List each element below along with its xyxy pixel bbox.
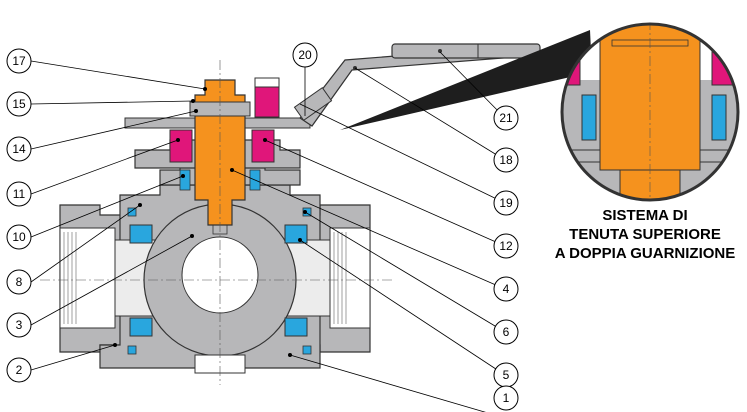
callout-6: 6 xyxy=(503,325,510,339)
caption: SISTEMA DI TENUTA SUPERIORE A DOPPIA GUA… xyxy=(555,207,736,262)
caption-line-1: SISTEMA DI xyxy=(602,207,687,224)
locking-device xyxy=(293,86,333,122)
callout-4: 4 xyxy=(503,282,510,296)
center-lines xyxy=(40,60,395,385)
callout-19: 19 xyxy=(499,196,513,210)
thread-lines xyxy=(63,232,347,324)
callout-11: 11 xyxy=(13,187,26,201)
seats xyxy=(129,224,308,337)
callout-labels: 17 15 14 11 10 8 3 2 20 21 18 19 12 4 6 … xyxy=(12,48,513,405)
callout-1: 1 xyxy=(503,391,510,405)
callout-18: 18 xyxy=(499,153,513,167)
detail-zoom-circle xyxy=(560,22,740,202)
lock-stop xyxy=(254,77,280,88)
callout-20: 20 xyxy=(298,48,312,62)
stem-seals xyxy=(169,84,280,163)
callout-21: 21 xyxy=(499,111,513,125)
callout-2: 2 xyxy=(16,363,23,377)
caption-line-2: TENUTA SUPERIORE xyxy=(569,226,721,243)
callout-3: 3 xyxy=(16,318,23,332)
zoom-wedge xyxy=(340,30,592,130)
callout-10: 10 xyxy=(12,230,26,244)
callout-17: 17 xyxy=(12,54,26,68)
callout-8: 8 xyxy=(16,275,23,289)
callout-14: 14 xyxy=(12,142,26,156)
callout-5: 5 xyxy=(503,368,510,382)
leader-lines xyxy=(30,51,506,412)
lever-grip xyxy=(391,43,541,59)
caption-line-3: A DOPPIA GUARNIZIONE xyxy=(555,245,736,262)
callout-bubbles xyxy=(6,42,519,411)
callout-15: 15 xyxy=(12,97,26,111)
leader-dots xyxy=(113,87,307,357)
callout-12: 12 xyxy=(499,239,513,253)
